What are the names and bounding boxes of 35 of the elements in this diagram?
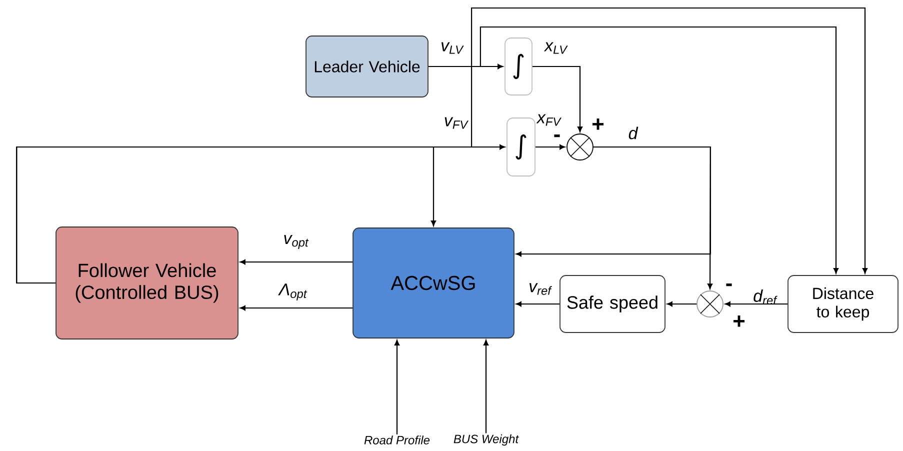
arrow: [483, 340, 489, 434]
summing-junction: [696, 290, 724, 318]
arrow: [724, 301, 788, 307]
arrow: [516, 301, 560, 307]
edge-label: x$_{LV}$: [544, 42, 568, 54]
sign-label: +: [734, 316, 745, 327]
edge-label: x$_{FV}$: [536, 114, 562, 126]
input-label: Road Profile: [364, 436, 430, 444]
process-box: Leader Vehicle: [306, 36, 428, 98]
process-box: Follower Vehicle (Controlled BUS): [56, 226, 238, 340]
input-label: BUS Weight: [454, 434, 519, 446]
summing-junction: [566, 134, 594, 160]
arrow: [240, 259, 353, 265]
sign-label: +: [592, 118, 604, 130]
process-box: Safe speed: [560, 275, 666, 333]
integrator-box: ∫: [506, 118, 536, 176]
arrow: [394, 340, 400, 434]
integrator-box: ∫: [504, 38, 532, 96]
arrow: [428, 26, 839, 274]
sign-label: -: [554, 134, 560, 138]
arrow: [240, 305, 353, 311]
arrow: [666, 301, 697, 307]
edge-label: d: [628, 126, 638, 140]
arrow: [593, 146, 713, 290]
process-box: Distance to keep: [788, 275, 898, 333]
edge-label: v$_{ref}$: [529, 283, 552, 295]
arrow: [532, 66, 583, 132]
edge-label: v$_{LV}$: [441, 42, 464, 54]
arrow: [16, 7, 868, 284]
arrow: [535, 144, 566, 150]
edge-label: v$_{FV}$: [444, 117, 469, 129]
edge-label: v$_{opt}$: [284, 234, 309, 250]
sign-label: -: [726, 284, 732, 286]
process-box: ACCwSG: [352, 228, 514, 338]
edge-label: Λ$_{opt}$: [278, 284, 308, 300]
